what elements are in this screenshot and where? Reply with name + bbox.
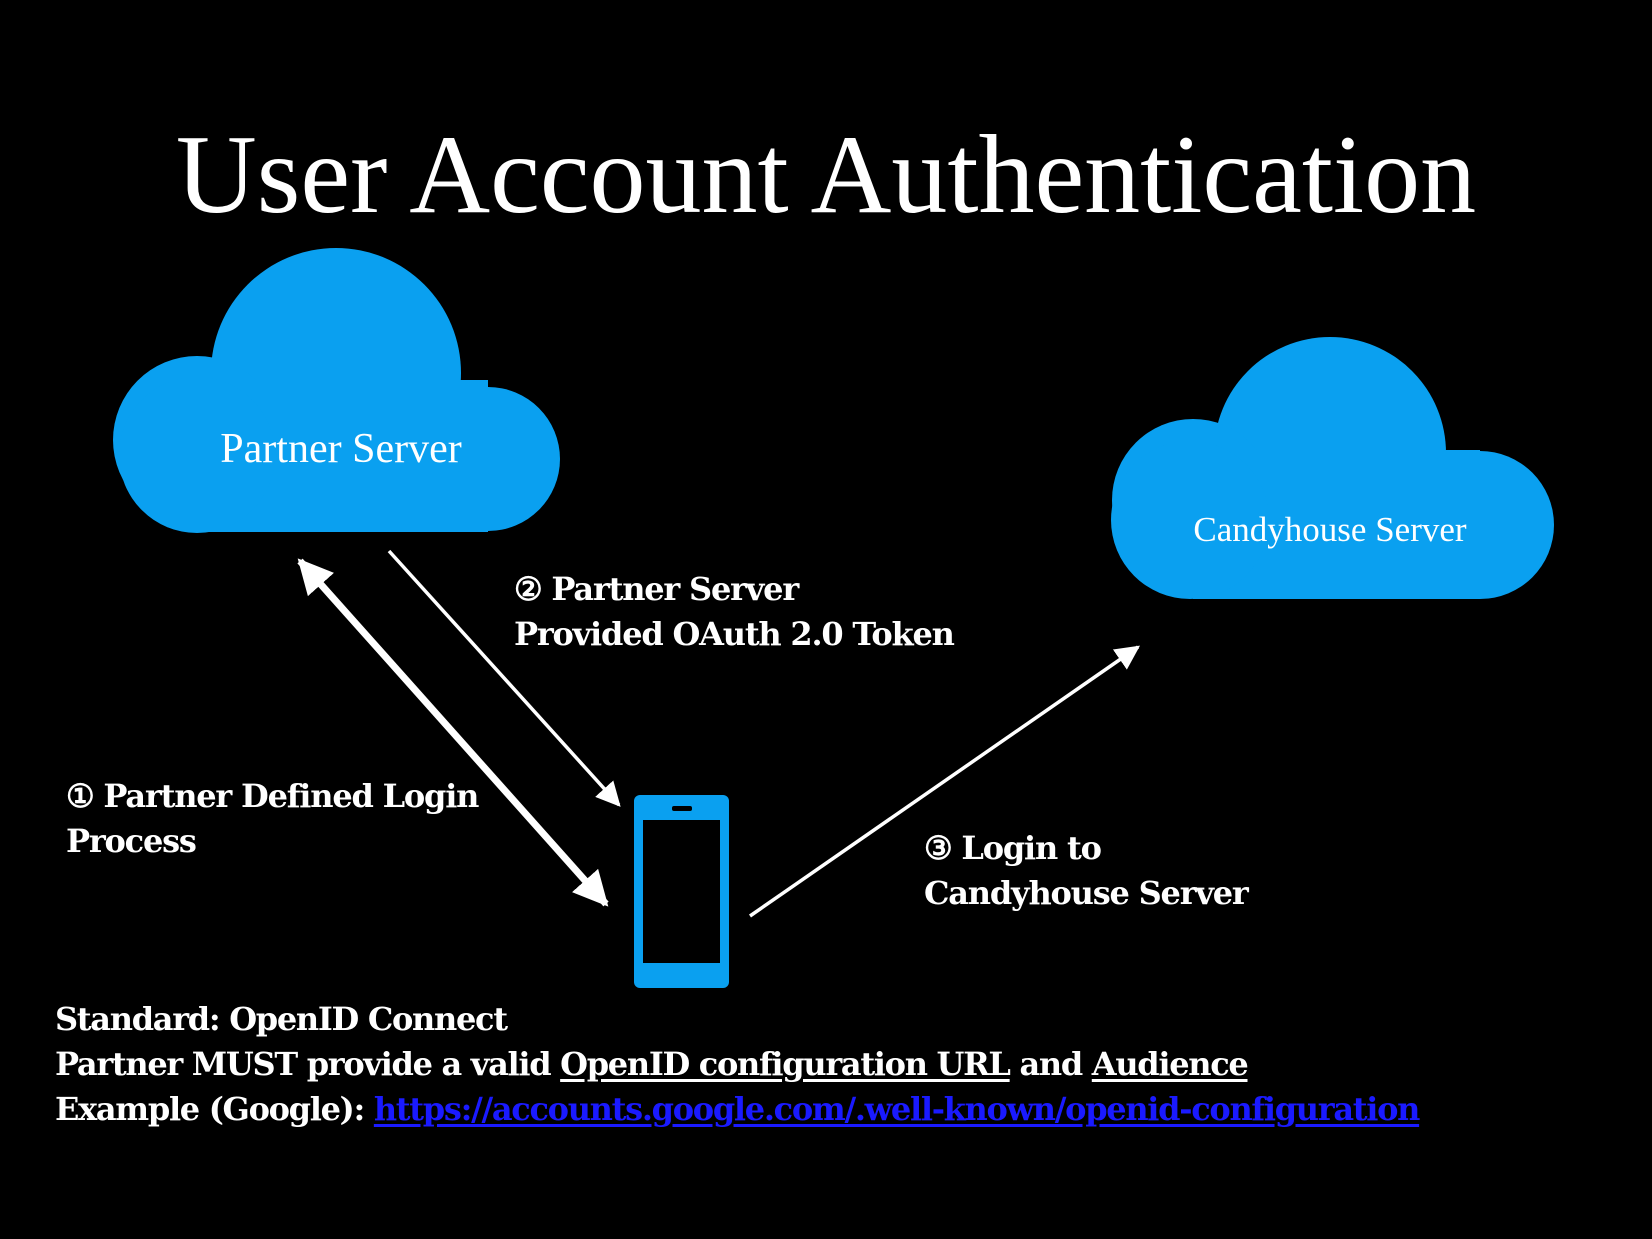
partner-server-label: Partner Server [220,426,462,472]
step-1-line-2: Process [66,822,197,860]
step-2-line-1: ② Partner Server [514,570,799,608]
notes-requirement: Partner MUST provide a valid OpenID conf… [55,1042,1419,1087]
notes-requirement-mid: and [1009,1045,1092,1083]
notes-requirement-prefix: Partner MUST provide a valid [55,1045,561,1083]
arrow-token-to-phone [387,549,621,807]
candyhouse-server-label: Candyhouse Server [1193,510,1467,549]
step-1-label: ① Partner Defined Login Process [66,774,479,864]
notes-block: Standard: OpenID Connect Partner MUST pr… [55,997,1421,1132]
candyhouse-server-cloud-icon [1111,337,1554,599]
arrow-login-candyhouse [749,645,1141,918]
step-2-line-2: Provided OAuth 2.0 Token [514,615,955,653]
step-3-label: ③ Login to Candyhouse Server [924,826,1249,916]
step-3-line-2: Candyhouse Server [924,874,1249,912]
step-3-line-1: ③ Login to [924,829,1102,867]
openid-configuration-url-link[interactable]: OpenID configuration URL [560,1045,1011,1083]
step-2-label: ② Partner Server Provided OAuth 2.0 Toke… [514,567,955,657]
arrow-login-process [297,558,609,907]
notes-example: Example (Google): https://accounts.googl… [55,1087,1421,1132]
notes-standard: Standard: OpenID Connect [55,1000,508,1038]
audience-link[interactable]: Audience [1091,1045,1249,1083]
slide-title: User Account Authentication [175,113,1477,237]
google-openid-config-link[interactable]: https://accounts.google.com/.well-known/… [373,1090,1421,1128]
step-1-line-1: ① Partner Defined Login [66,777,479,815]
smartphone-icon [634,795,729,988]
partner-server-cloud-icon [113,248,560,533]
notes-example-prefix: Example (Google): [55,1090,374,1128]
